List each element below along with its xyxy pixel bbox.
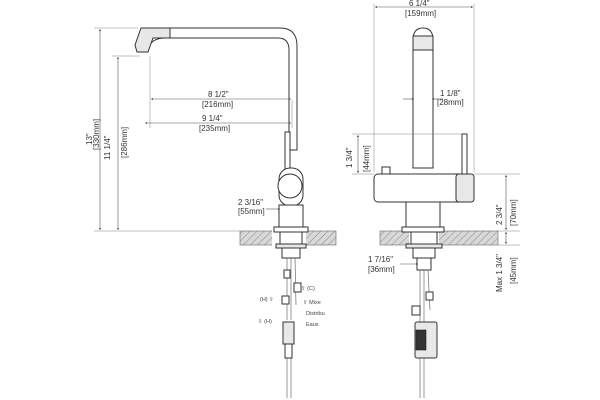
supply-hoses-side <box>281 257 302 398</box>
dim-width-in: 6 1/4" <box>409 0 430 8</box>
dim-shank-dia-mm: [36mm] <box>368 265 395 274</box>
hose-label-mixed: ⇧ Mixe <box>303 299 321 306</box>
dim-handle-height-mm: [44mm] <box>362 145 371 172</box>
hose-label-hot: (H) ⇧ <box>260 296 274 303</box>
hose-label-distrib: Distribu <box>306 311 325 317</box>
dim-handle-height-in: 1 3/4" <box>345 147 354 168</box>
dim-base-dia-in: 2 3/16" <box>238 198 263 207</box>
hose-label-cold: ⇧ (C) <box>301 285 315 292</box>
dim-base-height-mm: [70mm] <box>509 199 518 226</box>
hose-label-water: Eaux <box>306 322 319 328</box>
dim-total-height-mm: [330mm] <box>92 119 101 150</box>
hose-label-hot-out: ⇩ (H) <box>258 318 272 325</box>
dim-base-dia-mm: [55mm] <box>238 207 265 216</box>
dim-spout-dia-in: 1 1/8" <box>440 89 461 98</box>
body-knob-side <box>277 173 303 199</box>
spray-head-front <box>412 35 434 51</box>
front-view: 6 1/4" [159mm] 1 1/8" [28mm] 1 3/4" [44m… <box>345 0 520 398</box>
dim-reach-in: 8 1/2" <box>208 90 229 99</box>
handle-lever <box>284 131 291 173</box>
supply-hoses-front <box>411 269 438 398</box>
dim-overall-reach-in: 9 1/4" <box>202 114 223 123</box>
dim-width-mm: [159mm] <box>405 9 436 18</box>
dim-spout-dia-mm: [28mm] <box>437 98 464 107</box>
base-flange-side <box>278 204 304 230</box>
dim-spout-height-in: 11 1/4" <box>103 135 112 160</box>
dim-reach-mm: [216mm] <box>202 100 233 109</box>
side-view: ⇧ (C) (H) ⇧ ⇧ Mixe Distribu ⇩ (H) Eaux 1… <box>85 27 337 398</box>
dim-base-height-in: 2 3/4" <box>495 204 504 225</box>
dim-deck-thickness-in: Max 1 3/4" <box>495 254 504 292</box>
spray-head <box>134 27 171 53</box>
dim-spout-height-mm: [286mm] <box>120 127 129 158</box>
dim-deck-thickness-mm: [45mm] <box>509 257 518 284</box>
dim-overall-reach-mm: [235mm] <box>199 124 230 133</box>
handle-lever-front <box>461 133 468 175</box>
dim-shank-dia-in: 1 7/16" <box>368 255 393 264</box>
dim-total-height-in: 13" <box>85 133 94 145</box>
